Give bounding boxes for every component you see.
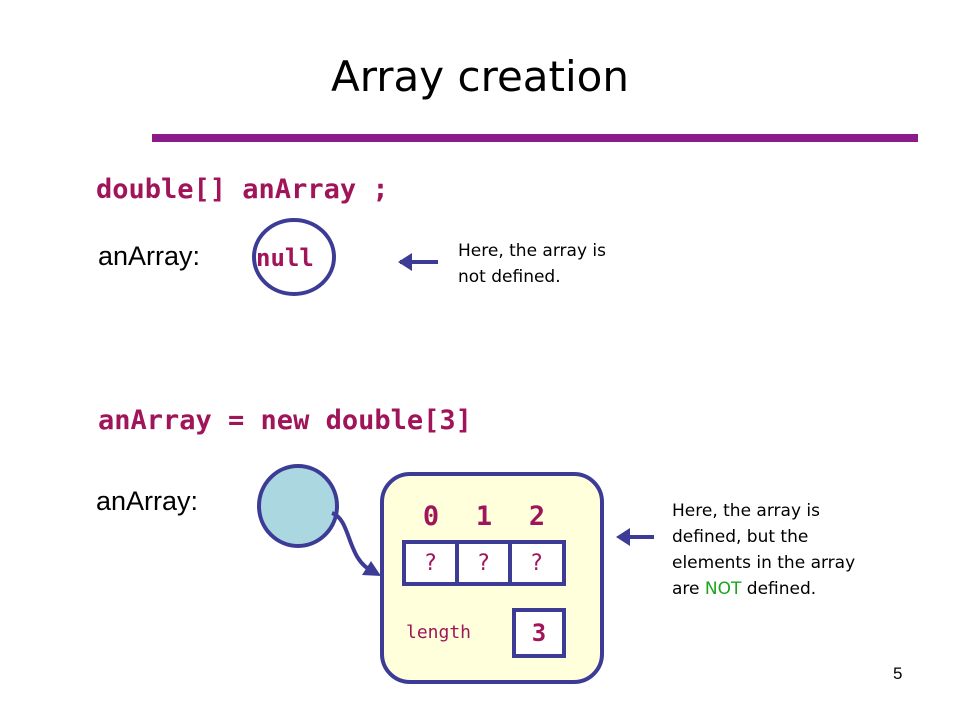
title-underline [152, 134, 918, 142]
null-value: null [256, 244, 314, 272]
slide-title: Array creation [331, 52, 629, 101]
index-label: 0 [422, 501, 440, 532]
creation-note: Here, the array is defined, but the elem… [672, 498, 855, 602]
declaration-code: double[] anArray ; [96, 174, 389, 205]
null-reference-circle [252, 218, 336, 296]
creation-code: anArray = new double[3] [98, 405, 472, 436]
page-number: 5 [893, 664, 903, 683]
reference-pointer-arrowhead [362, 561, 381, 576]
element-cell: ? [529, 551, 544, 576]
element-cell: ? [423, 551, 438, 576]
null-note-arrowhead [398, 253, 412, 271]
array-note-arrowhead [616, 528, 630, 546]
element-cell-box [402, 540, 566, 586]
index-label: 1 [475, 501, 493, 532]
note-line: Here, the array is [672, 501, 820, 521]
length-label: length [406, 622, 472, 643]
note-line: elements in the array [672, 553, 856, 573]
not-highlight: NOT [704, 579, 742, 599]
index-label: 2 [528, 501, 546, 532]
note-line: defined, but the [672, 527, 809, 547]
reference-pointer-curve [331, 511, 375, 574]
declaration-note: Here, the array is not defined. [458, 238, 606, 290]
note-line: Here, the array is [458, 241, 606, 261]
length-value: 3 [531, 619, 547, 647]
element-cell: ? [476, 551, 491, 576]
length-value-box [512, 608, 566, 658]
note-text: are [672, 579, 705, 599]
array-reference-circle [257, 464, 339, 548]
note-line: are NOT defined. [672, 576, 855, 602]
creation-var-label: anArray: [96, 486, 199, 516]
note-text: defined. [741, 579, 817, 599]
note-line: not defined. [458, 267, 561, 287]
declaration-var-label: anArray: [98, 241, 201, 271]
